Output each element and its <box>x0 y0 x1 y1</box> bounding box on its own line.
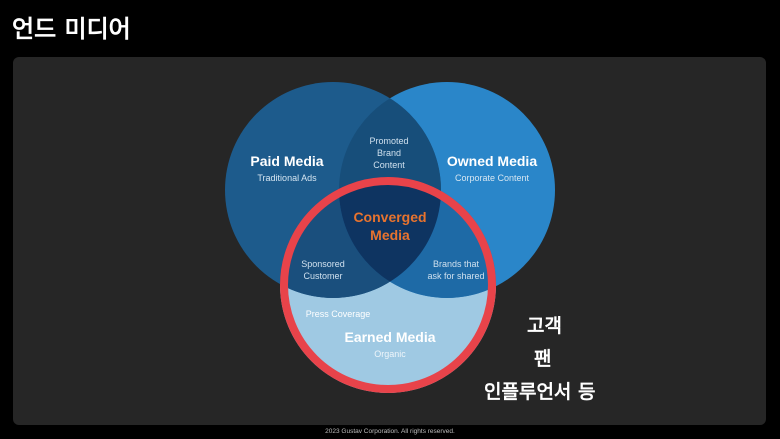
paid-earned-line2: Customer <box>303 271 342 281</box>
converged-line2: Media <box>370 227 410 243</box>
press-coverage-label: Press Coverage <box>306 309 371 319</box>
paid-owned-line2: Brand <box>377 148 401 158</box>
paid-owned-line3: Content <box>373 160 405 170</box>
paid-subtitle: Traditional Ads <box>257 173 317 183</box>
paid-title: Paid Media <box>250 153 323 169</box>
paid-earned-line1: Sponsored <box>301 259 345 269</box>
owned-earned-line2: ask for shared <box>427 271 484 281</box>
earned-subtitle: Organic <box>374 349 406 359</box>
slide-title: 언드 미디어 <box>12 15 131 43</box>
owned-earned-line1: Brands that <box>433 259 480 269</box>
earned-title: Earned Media <box>344 329 435 345</box>
owned-subtitle: Corporate Content <box>455 173 530 183</box>
copyright-footer: 2023 Gustav Corporation. All rights rese… <box>325 428 455 435</box>
note-customer: 고객 <box>527 315 562 337</box>
earned-highlight-ring <box>280 177 496 393</box>
converged-line1: Converged <box>353 209 426 225</box>
note-influencer: 인플루언서 등 <box>484 381 596 403</box>
paid-owned-line1: Promoted <box>369 136 408 146</box>
owned-title: Owned Media <box>447 153 537 169</box>
note-fan: 팬 <box>534 348 552 370</box>
